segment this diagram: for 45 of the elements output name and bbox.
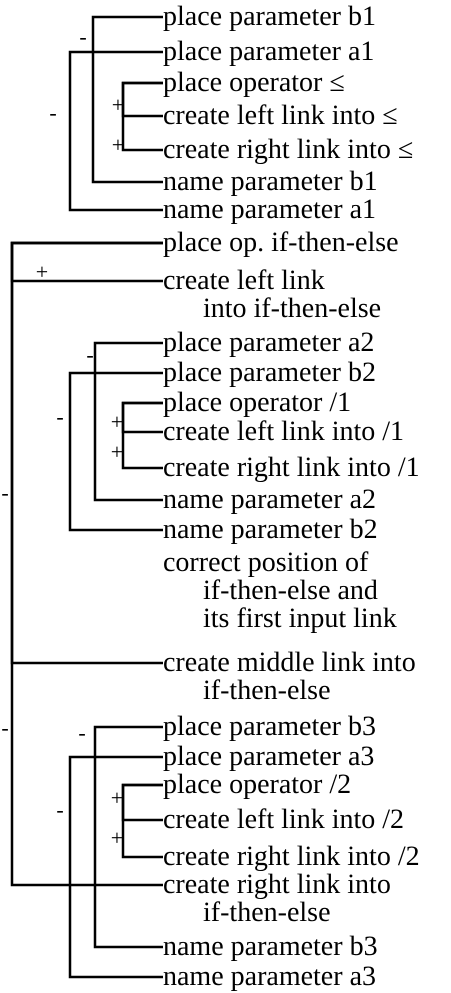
step-text: place operator ≤ — [163, 69, 448, 97]
step-text: create right link into /2 — [163, 843, 448, 871]
sign-label: - — [49, 102, 57, 124]
bracket-connector — [68, 756, 163, 978]
step-text: name parameter b2 — [163, 516, 448, 544]
sign-label: + — [36, 261, 48, 283]
sign-label: - — [56, 406, 64, 428]
step-text: place parameter a1 — [163, 38, 448, 66]
step-text: name parameter a2 — [163, 486, 448, 514]
step-text: place parameter b3 — [163, 713, 448, 741]
step-text: create right link into ≤ — [163, 136, 448, 164]
bracket-connector — [10, 242, 163, 886]
bracket-connector — [122, 402, 163, 470]
step-text: place operator /1 — [163, 389, 448, 417]
step-text: place op. if-then-else — [163, 229, 448, 257]
sign-label: - — [56, 799, 64, 821]
step-text: place operator /2 — [163, 771, 448, 799]
step-text: place parameter b1 — [163, 3, 448, 31]
step-text: place parameter a2 — [163, 329, 448, 357]
step-text: name parameter b1 — [163, 168, 448, 196]
step-text: create left link into /2 — [163, 806, 448, 834]
sign-label: + — [110, 827, 124, 849]
bracket-connector — [122, 784, 163, 858]
step-text: create left link into /1 — [163, 418, 448, 446]
sign-label: + — [110, 441, 124, 463]
sign-label: - — [79, 26, 87, 48]
step-text: place parameter a3 — [163, 743, 448, 771]
step-text: create middle link into if-then-else — [163, 649, 435, 705]
bracket-connector — [68, 50, 163, 212]
step-text: name parameter a3 — [163, 963, 448, 991]
sign-label: - — [1, 482, 9, 504]
step-text: name parameter b3 — [163, 933, 448, 961]
sign-label: - — [1, 717, 9, 739]
bracket-connector — [94, 726, 163, 948]
bracket-connector — [94, 342, 163, 502]
step-text: correct position of if-then-else and its first input link — [163, 549, 401, 633]
step-text: create left link into ≤ — [163, 102, 448, 130]
bracket-connector — [92, 16, 163, 184]
step-text: place parameter b2 — [163, 359, 448, 387]
step-text: create right link into /1 — [163, 454, 448, 482]
sign-label: - — [78, 722, 86, 744]
bracket-connector — [122, 82, 163, 152]
step-text: name parameter a1 — [163, 196, 448, 224]
sign-label: - — [86, 344, 94, 366]
bracket-connector — [68, 372, 163, 532]
